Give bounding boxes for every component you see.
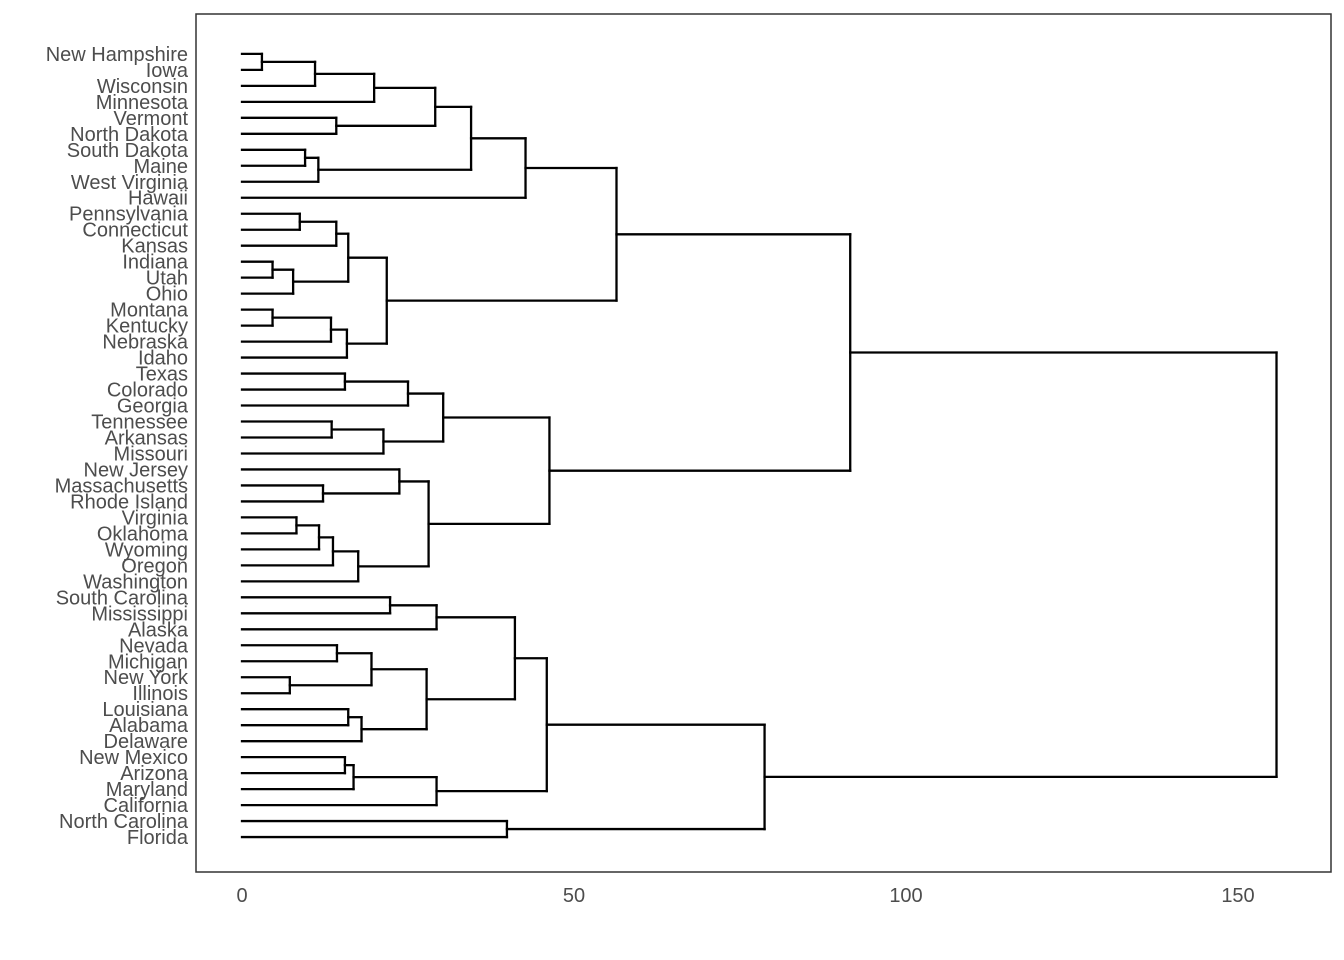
leaf-label: Arkansas bbox=[105, 427, 188, 449]
leaf-label: Maine bbox=[134, 156, 188, 178]
leaf-label: New Jersey bbox=[84, 459, 188, 481]
leaf-label: Wyoming bbox=[105, 539, 188, 561]
leaf-label: Hawaii bbox=[128, 188, 188, 210]
leaf-label: Maryland bbox=[106, 779, 188, 801]
leaf-label: Delaware bbox=[104, 731, 188, 753]
leaf-label: Indiana bbox=[122, 252, 188, 274]
axis-tick-label: 0 bbox=[236, 885, 247, 907]
leaf-label: Iowa bbox=[146, 60, 189, 82]
leaf-label: Vermont bbox=[114, 108, 189, 130]
leaf-label: Louisiana bbox=[102, 699, 189, 721]
leaf-label: North Carolina bbox=[59, 811, 189, 833]
leaf-label: Georgia bbox=[117, 396, 189, 418]
leaf-label: Rhode Island bbox=[70, 491, 188, 513]
leaf-label: Pennsylvania bbox=[69, 204, 189, 226]
leaf-label: Kentucky bbox=[106, 316, 188, 338]
leaf-label: Colorado bbox=[107, 380, 188, 402]
leaf-label: North Dakota bbox=[70, 124, 189, 146]
axis-tick-label: 50 bbox=[563, 885, 585, 907]
leaf-label: West Virginia bbox=[71, 172, 189, 194]
leaf-label: Idaho bbox=[138, 348, 188, 370]
leaf-label: Arizona bbox=[120, 763, 189, 785]
leaf-label: New Hampshire bbox=[46, 44, 188, 66]
leaf-label: Ohio bbox=[146, 284, 188, 306]
leaf-label: Illinois bbox=[132, 683, 188, 705]
leaf-label: South Carolina bbox=[56, 587, 189, 609]
axis-tick-label: 150 bbox=[1221, 885, 1254, 907]
leaf-label: Missouri bbox=[114, 443, 188, 465]
leaf-label: New York bbox=[104, 667, 189, 689]
leaf-label: Minnesota bbox=[96, 92, 189, 114]
leaf-label: Alaska bbox=[128, 619, 189, 641]
leaf-label: New Mexico bbox=[79, 747, 188, 769]
leaf-label: Tennessee bbox=[91, 412, 188, 434]
leaf-label: Montana bbox=[110, 300, 189, 322]
leaf-label: Mississippi bbox=[91, 603, 188, 625]
leaf-label: Connecticut bbox=[82, 220, 188, 242]
leaf-label: Michigan bbox=[108, 651, 188, 673]
leaf-label: California bbox=[104, 795, 189, 817]
leaf-label: Nebraska bbox=[102, 332, 188, 354]
leaf-label: Florida bbox=[127, 827, 189, 849]
leaf-label: Massachusetts bbox=[55, 475, 188, 497]
axis-tick-label: 100 bbox=[889, 885, 922, 907]
leaf-label: Oregon bbox=[121, 555, 188, 577]
leaf-label: Utah bbox=[146, 268, 188, 290]
leaf-label: Alabama bbox=[109, 715, 189, 737]
leaf-label: Texas bbox=[136, 364, 188, 386]
leaf-label: Virginia bbox=[122, 507, 189, 529]
leaf-label: Oklahoma bbox=[97, 523, 189, 545]
leaf-label: South Dakota bbox=[67, 140, 189, 162]
leaf-label: Nevada bbox=[119, 635, 189, 657]
leaf-label: Wisconsin bbox=[97, 76, 188, 98]
leaf-label: Kansas bbox=[121, 236, 188, 258]
leaf-label: Washington bbox=[83, 571, 188, 593]
